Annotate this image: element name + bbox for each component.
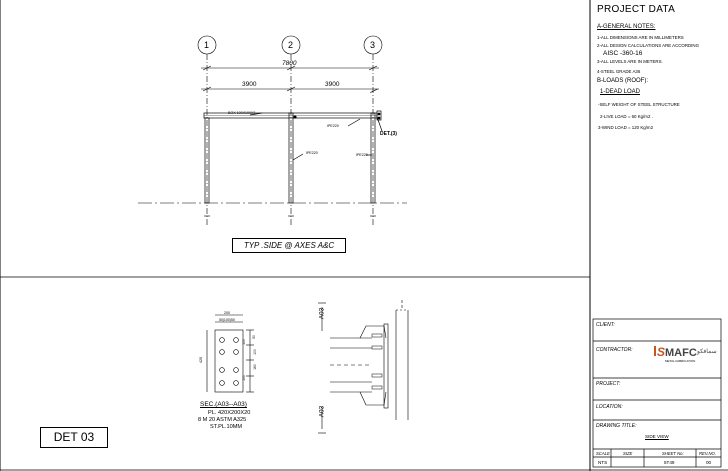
dead-load: 1-DEAD LOAD (600, 89, 641, 95)
rev-value: 00 (706, 460, 712, 465)
section-line-2: 8 M 20 ASTM A325 (198, 417, 247, 423)
det-callout: DET.(3) (380, 131, 397, 137)
steel-frame (203, 110, 383, 204)
project-label: PROJECT: (596, 381, 621, 387)
axis-label-1: 1 (204, 40, 210, 50)
beam-label: BOX 100X100X3 (228, 111, 256, 115)
section-line-1: PL. 420X200X20 (208, 410, 251, 416)
sheet-value: 5T49 (664, 460, 675, 465)
ipe-label-3: IPE220 (356, 153, 368, 157)
location-label: LOCATION: (596, 404, 623, 410)
section-title: SEC.(A03--A03) (200, 401, 247, 408)
note-1: 1-ALL DIMENSIONS ARE IN MILLIMETERS (597, 35, 684, 40)
detail-label: DET 03 (40, 427, 108, 448)
logo-tagline: METAL FABRICATION (665, 359, 696, 363)
drawing-title-label: DRAWING TITLE: (596, 423, 637, 429)
span-dimension-1: 3900 (242, 81, 257, 88)
logo-arabic: سمافكو (697, 349, 717, 355)
elevation-caption: TYP .SIDE @ AXES A&C (232, 238, 346, 253)
section-right-dim-1: 50 (251, 335, 256, 339)
cut-label-bottom: A03 (318, 405, 326, 418)
live-load: 2-LIVE LOAD = 60 Kg/m2 . (600, 114, 653, 119)
section-top-dim: 200 (224, 311, 230, 315)
note-4: 3-ALL LEVELS ARE IN METERS. (597, 59, 663, 64)
axis-grid (138, 35, 407, 225)
svg-text:S: S (657, 345, 665, 359)
loads-heading: B-LOADS (ROOF): (597, 78, 649, 84)
total-dimension: 7800 (282, 60, 297, 67)
client-label: CLIENT: (596, 322, 615, 328)
note-5: 4-STEEL GRADE A36 (597, 69, 641, 74)
sheet-label: SHEET No: (662, 451, 684, 456)
svg-text:MAFC: MAFC (665, 347, 697, 359)
note-3: AISC -360-16 (603, 50, 643, 57)
contractor-label: CONTRACTOR: (596, 347, 633, 353)
note-2: 2-ALL DESIGN CALCULATIONS ARE ACCORDING (597, 43, 699, 48)
span-dimension-2: 3900 (325, 81, 340, 88)
section-height-dim: 420 (199, 356, 204, 364)
scale-label: SCALE (596, 451, 610, 456)
drawing-title-value: SIDE VIEW (645, 434, 669, 439)
project-data-title: PROJECT DATA (597, 4, 676, 15)
section-bolts (219, 337, 239, 386)
scale-value: NTS (598, 460, 608, 465)
section-line-3: ST.PL.10MM (210, 424, 243, 430)
cut-label-top: A03 (318, 307, 326, 320)
section-left-dim-1: 100 (241, 339, 246, 345)
connection-detail (318, 300, 409, 434)
section-top-subdims: 50|100|50 (219, 318, 235, 322)
section-right-dim-2: 100 (252, 349, 257, 355)
section-left-dim-2: 100 (241, 375, 246, 381)
title-block (592, 318, 722, 468)
wind-load: 3-WIND LOAD = 120 Kg/m2 (598, 125, 654, 130)
smafco-logo: S MAFC (654, 345, 697, 359)
size-label: SIZE (623, 451, 633, 456)
ipe-label-2: IPE220 (306, 151, 318, 155)
rev-label: REV.NO. (699, 451, 716, 456)
ipe-label-1: IPE220 (327, 124, 339, 128)
section-plate (206, 314, 254, 393)
axis-label-3: 3 (370, 40, 376, 50)
axis-label-2: 2 (288, 40, 294, 50)
self-weight: -SELF WEIGHT OF STEEL STRUCTURE (598, 102, 680, 107)
section-right-dim-3: 160 (252, 364, 257, 370)
general-notes-heading: A-GENERAL NOTES: (597, 24, 656, 30)
